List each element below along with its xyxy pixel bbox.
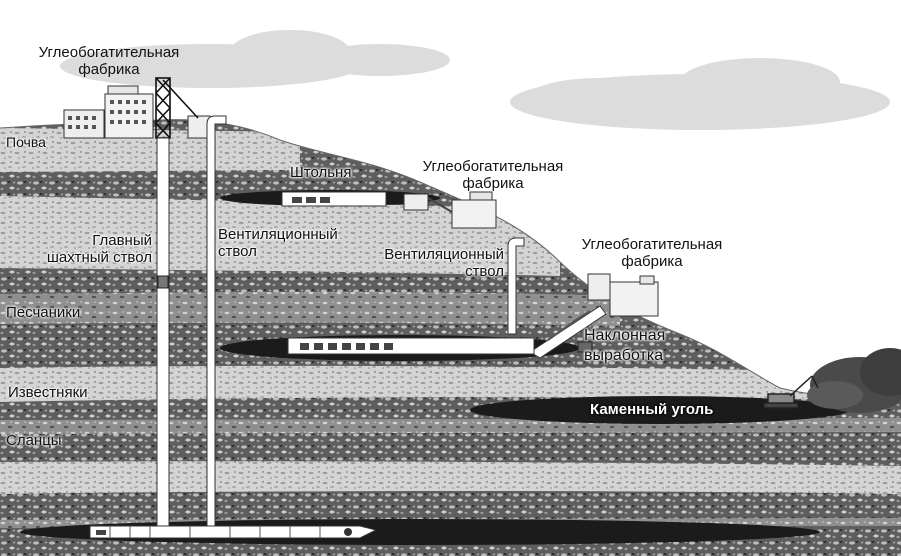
stratum-limestone: Известняки	[8, 384, 88, 401]
label-plant-right-line1: Углеобогатительная	[581, 236, 723, 253]
label-adit: Штольня	[290, 164, 352, 181]
label-plant-top-line1: Углеобогатительная	[38, 44, 180, 61]
stratum-soil: Почва	[6, 134, 46, 150]
label-plant-right: Углеобогатительная фабрика	[552, 236, 752, 270]
stratum-sandstone: Песчаники	[6, 304, 81, 321]
plant-right-buildings	[587, 273, 659, 317]
label-vent-shaft-2: Вентиляционный ствол	[340, 246, 504, 280]
main-shaft	[156, 137, 170, 531]
label-vent-shaft-1-line1: Вентиляционный	[218, 226, 338, 243]
label-plant-top: Углеобогатительная фабрика	[14, 44, 204, 78]
plant-mid-buildings	[403, 191, 497, 229]
excavator-icon	[763, 375, 819, 409]
label-plant-mid-line2: фабрика	[462, 175, 524, 192]
label-vent-shaft-1-line2: ствол	[218, 243, 257, 260]
middle-drift	[287, 337, 593, 355]
label-plant-right-line2: фабрика	[621, 253, 683, 270]
forest	[807, 348, 901, 413]
label-main-shaft-line1: Главный	[92, 232, 152, 249]
label-main-shaft-line2: шахтный ствол	[46, 249, 152, 266]
label-plant-top-line2: фабрика	[78, 61, 140, 78]
label-plant-mid-line1: Углеобогатительная	[422, 158, 564, 175]
label-incline-line1: Наклонная	[584, 327, 666, 344]
shaft-cage-icon	[157, 275, 169, 289]
label-incline: Наклонная выработка	[584, 326, 665, 366]
ventilation-shaft-2	[507, 237, 525, 335]
label-vent-shaft-1: Вентиляционный ствол	[218, 226, 338, 260]
adit-tunnel	[281, 191, 387, 207]
label-vent-shaft-2-line1: Вентиляционный	[384, 246, 504, 263]
clouds	[60, 30, 890, 130]
headframe-tower	[155, 77, 199, 139]
ventilation-shaft-1	[206, 115, 227, 535]
label-main-shaft: Главный шахтный ствол	[10, 232, 152, 266]
label-vent-shaft-2-line2: ствол	[465, 263, 504, 280]
label-incline-line2: выработка	[584, 347, 664, 364]
label-plant-mid: Углеобогатительная фабрика	[398, 158, 588, 192]
label-coal: Каменный уголь	[590, 401, 714, 418]
plant-top-buildings	[63, 85, 211, 139]
incline-drift	[529, 305, 607, 359]
bottom-drift	[89, 525, 378, 539]
stratum-shale: Сланцы	[6, 432, 62, 449]
